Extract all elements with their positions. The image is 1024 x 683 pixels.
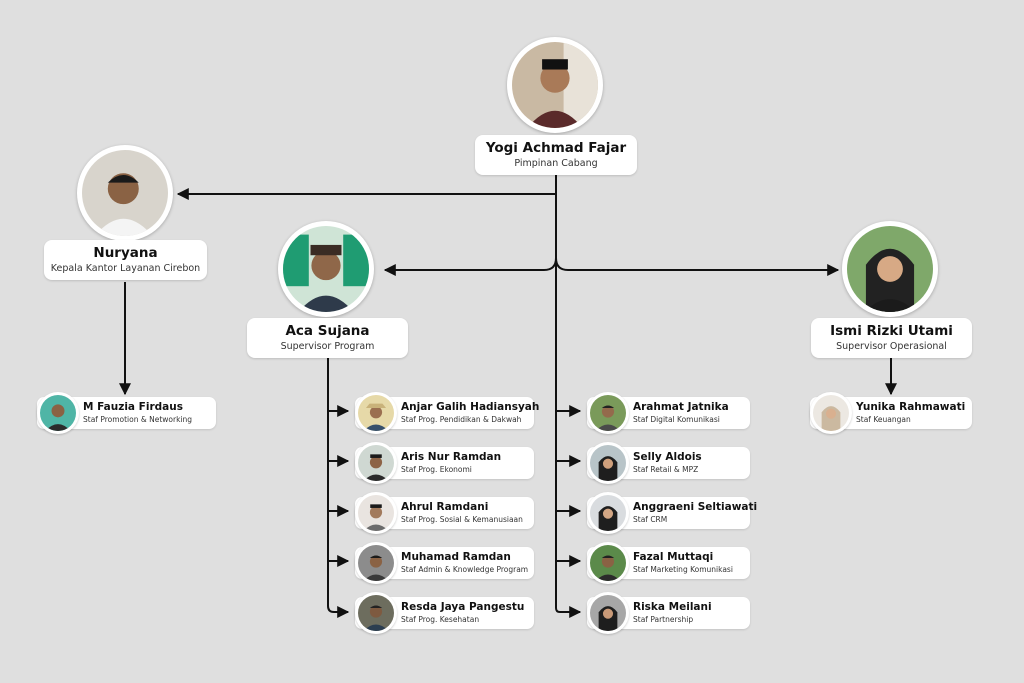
staff-role: Staf Admin & Knowledge Program bbox=[401, 565, 529, 574]
staff-name: Muhamad Ramdan bbox=[401, 551, 511, 563]
line-to-ismi bbox=[555, 257, 840, 276]
staff-name: Fazal Muttaqi bbox=[633, 551, 714, 563]
staff-role: Staf Prog. Ekonomi bbox=[401, 465, 472, 474]
staff-name: Arahmat Jatnika bbox=[633, 401, 729, 413]
staff-card-fazal: Fazal Muttaqi Staf Marketing Komunikasi bbox=[587, 542, 750, 584]
staff-photo bbox=[587, 392, 629, 434]
nuryana-name: Nuryana bbox=[93, 245, 158, 261]
staff-name: Selly Aldois bbox=[633, 451, 702, 463]
staff-photo bbox=[37, 392, 79, 434]
staff-name: Resda Jaya Pangestu bbox=[401, 601, 525, 613]
staff-photo bbox=[810, 392, 852, 434]
staff-photo bbox=[355, 592, 397, 634]
staff-role: Staf Prog. Kesehatan bbox=[401, 615, 480, 624]
staff-role: Staf Promotion & Networking bbox=[83, 415, 193, 424]
nuryana-photo bbox=[77, 145, 173, 241]
staff-name: Aris Nur Ramdan bbox=[401, 451, 502, 463]
staff-photo bbox=[355, 542, 397, 584]
staff-card-yunika: Yunika Rahmawati Staf Keuangan bbox=[810, 392, 972, 434]
staff-card-ahrul: Ahrul Ramdani Staf Prog. Sosial & Kemanu… bbox=[355, 492, 534, 534]
staff-name: Riska Meilani bbox=[633, 601, 712, 613]
staff-role: Staf CRM bbox=[633, 515, 668, 524]
ismi-photo bbox=[842, 221, 938, 317]
staff-card-arahmat: Arahmat Jatnika Staf Digital Komunikasi bbox=[587, 392, 750, 434]
aca-name: Aca Sujana bbox=[285, 323, 370, 339]
staff-card-muhamad: Muhamad Ramdan Staf Admin & Knowledge Pr… bbox=[355, 542, 534, 584]
staff-card-mfauzia: M Fauzia Firdaus Staf Promotion & Networ… bbox=[37, 392, 216, 434]
nuryana-role: Kepala Kantor Layanan Cirebon bbox=[50, 263, 201, 274]
staff-role: Staf Partnership bbox=[633, 615, 694, 624]
aca-card: Aca Sujana Supervisor Program bbox=[247, 318, 408, 358]
staff-card-riska: Riska Meilani Staf Partnership bbox=[587, 592, 750, 634]
staff-name: Anggraeni Seltiawati bbox=[633, 501, 758, 513]
staff-photo bbox=[587, 492, 629, 534]
ismi-name: Ismi Rizki Utami bbox=[830, 323, 953, 339]
leader-card: Yogi Achmad Fajar Pimpinan Cabang bbox=[475, 135, 637, 175]
staff-role: Staf Prog. Sosial & Kemanusiaan bbox=[401, 515, 523, 524]
trunk-line bbox=[555, 175, 582, 618]
leader-photo bbox=[507, 37, 603, 133]
staff-name: M Fauzia Firdaus bbox=[83, 401, 183, 413]
staff-photo bbox=[355, 492, 397, 534]
ismi-role: Supervisor Operasional bbox=[836, 341, 947, 352]
aca-role: Supervisor Program bbox=[280, 341, 375, 352]
staff-photo bbox=[355, 442, 397, 484]
staff-name: Ahrul Ramdani bbox=[401, 501, 489, 513]
staff-name: Anjar Galih Hadiansyah bbox=[401, 401, 540, 413]
staff-photo bbox=[587, 542, 629, 584]
staff-role: Staf Prog. Pendidikan & Dakwah bbox=[401, 415, 522, 424]
staff-role: Staf Keuangan bbox=[856, 415, 911, 424]
nuryana-card: Nuryana Kepala Kantor Layanan Cirebon bbox=[44, 240, 207, 280]
staff-name: Yunika Rahmawati bbox=[856, 401, 966, 413]
staff-role: Staf Digital Komunikasi bbox=[633, 415, 720, 424]
staff-photo bbox=[587, 592, 629, 634]
leader-role: Pimpinan Cabang bbox=[514, 158, 598, 169]
staff-card-selly: Selly Aldois Staf Retail & MPZ bbox=[587, 442, 750, 484]
ismi-card: Ismi Rizki Utami Supervisor Operasional bbox=[811, 318, 972, 358]
staff-card-resda: Resda Jaya Pangestu Staf Prog. Kesehatan bbox=[355, 592, 534, 634]
staff-card-anggraeni: Anggraeni Seltiawati Staf CRM bbox=[587, 492, 757, 534]
aca-trunk bbox=[327, 358, 350, 618]
staff-role: Staf Marketing Komunikasi bbox=[633, 565, 733, 574]
line-to-aca bbox=[383, 257, 557, 276]
staff-card-anjar: Anjar Galih Hadiansyah Staf Prog. Pendid… bbox=[355, 392, 539, 434]
staff-photo bbox=[587, 442, 629, 484]
staff-photo bbox=[355, 392, 397, 434]
leader-name: Yogi Achmad Fajar bbox=[485, 140, 627, 156]
staff-card-aris: Aris Nur Ramdan Staf Prog. Ekonomi bbox=[355, 442, 534, 484]
aca-photo bbox=[278, 221, 374, 317]
staff-role: Staf Retail & MPZ bbox=[633, 465, 699, 474]
